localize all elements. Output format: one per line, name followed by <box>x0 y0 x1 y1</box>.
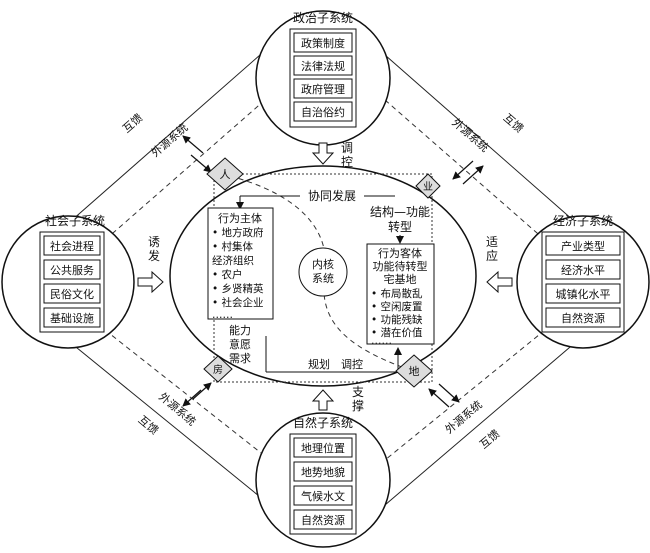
planning-label: 规划 <box>308 357 330 371</box>
social-item: 公共服务 <box>50 264 94 277</box>
node-industry: 业 <box>415 173 441 199</box>
object-title-3: 宅基地 <box>384 272 417 286</box>
economic-item: 城镇化水平 <box>556 287 611 301</box>
core-ellipse <box>169 165 477 387</box>
double-arrows <box>182 135 484 408</box>
economic-item: 经济水平 <box>561 263 605 277</box>
external-label-nw: 外源系统 <box>148 120 190 159</box>
natural-item: 自然资源 <box>301 513 345 527</box>
social-frame <box>39 231 105 333</box>
core-system-circle <box>298 247 348 297</box>
object-item: • 潜在价值 <box>371 326 423 339</box>
object-box <box>366 243 435 345</box>
actor-item: • 地方政府 <box>212 226 264 239</box>
social-circle <box>1 215 135 349</box>
support-label-2: 撑 <box>352 398 364 413</box>
actor-title: 行为主体 <box>218 211 262 225</box>
support-arrow <box>311 389 335 411</box>
external-label-se: 外源系统 <box>442 397 485 436</box>
natural-item: 气候水文 <box>301 489 345 503</box>
control-label: 调控 <box>341 357 363 371</box>
social-item: 基础设施 <box>50 312 94 325</box>
economic-item: 自然资源 <box>561 311 605 325</box>
inner-diamond-dashed <box>104 99 546 461</box>
feedback-label-se: 互馈 <box>477 427 502 451</box>
political-items: 政策制度 法律法规 政府管理 自治俗约 <box>293 32 353 122</box>
object-item: • 空闲废置 <box>371 300 423 313</box>
svg-text:人: 人 <box>220 168 231 181</box>
induce-arrow <box>137 270 164 294</box>
induce-label-1: 诱 <box>148 235 160 249</box>
svg-text:业: 业 <box>423 181 433 193</box>
svg-text:房: 房 <box>213 363 223 376</box>
induce-label-2: 发 <box>148 248 160 263</box>
adapt-label-1: 适 <box>486 235 498 249</box>
social-item: 民俗文化 <box>50 287 94 301</box>
demand-label: 需求 <box>229 352 251 365</box>
core-system-label-1: 内核 <box>312 257 334 271</box>
actor-item: • 乡贤精英 <box>212 282 264 295</box>
actor-item: …… <box>212 309 233 321</box>
external-label-sw: 外源系统 <box>156 389 199 428</box>
object-title-2: 功能待转型 <box>373 259 428 273</box>
natural-frame <box>289 433 357 535</box>
actor-item: • 村集体 <box>212 240 254 253</box>
political-frame <box>289 28 357 128</box>
natural-item: 地理位置 <box>301 441 345 455</box>
node-person: 人 <box>206 157 244 191</box>
regulate-label-2: 控 <box>341 155 353 169</box>
support-label-1: 支 <box>352 385 364 399</box>
structure-function-label-2: 转型 <box>388 219 412 234</box>
node-land: 地 <box>395 354 433 388</box>
social-item: 社会进程 <box>50 239 94 253</box>
economic-frame <box>541 231 625 333</box>
social-title: 社会子系统 <box>45 213 105 228</box>
feedback-label-ne: 互馈 <box>501 111 526 135</box>
economic-item: 产业类型 <box>561 239 605 253</box>
adapt-label-2: 应 <box>486 248 498 263</box>
coordination-label: 协同发展 <box>308 188 356 203</box>
natural-title: 自然子系统 <box>293 415 353 430</box>
economic-title: 经济子系统 <box>553 213 613 228</box>
political-circle <box>255 10 391 146</box>
external-label-ne: 外源系统 <box>449 115 491 154</box>
political-item: 自治俗约 <box>301 105 345 119</box>
political-item: 政策制度 <box>301 36 345 50</box>
object-item: • 功能残缺 <box>371 313 423 326</box>
feedback-label-nw: 互馈 <box>120 111 145 135</box>
node-house: 房 <box>203 355 233 383</box>
political-item: 政府管理 <box>301 82 345 96</box>
object-item: • 布局散乱 <box>371 287 423 300</box>
political-title: 政治子系统 <box>293 11 353 25</box>
social-items: 社会进程 公共服务 民俗文化 基础设施 <box>43 235 101 328</box>
political-item: 法律法规 <box>301 59 345 73</box>
object-item: …… <box>371 335 392 347</box>
actor-item: • 社会企业 <box>212 296 264 309</box>
outer-diamond-solid <box>54 54 591 506</box>
natural-items: 地理位置 地势地貌 气候水文 自然资源 <box>293 437 353 530</box>
adapt-arrow <box>486 270 513 294</box>
actor-box <box>207 207 274 320</box>
feedback-label-sw: 互馈 <box>136 413 161 437</box>
natural-item: 地势地貌 <box>301 465 345 479</box>
regulate-arrow <box>311 142 335 165</box>
core-system-label-2: 系统 <box>312 272 334 285</box>
willingness-label: 意愿 <box>229 337 251 351</box>
actor-item: • 农户 <box>212 268 243 281</box>
svg-text:地: 地 <box>409 365 420 378</box>
capacity-label: 能力 <box>229 323 251 337</box>
structure-function-label-1: 结构—功能 <box>370 204 430 219</box>
object-title-1: 行为客体 <box>378 246 422 260</box>
economic-items: 产业类型 经济水平 城镇化水平 自然资源 <box>545 235 621 328</box>
regulate-label-1: 调 <box>341 141 353 155</box>
actor-item: 经济组织 <box>212 254 254 267</box>
